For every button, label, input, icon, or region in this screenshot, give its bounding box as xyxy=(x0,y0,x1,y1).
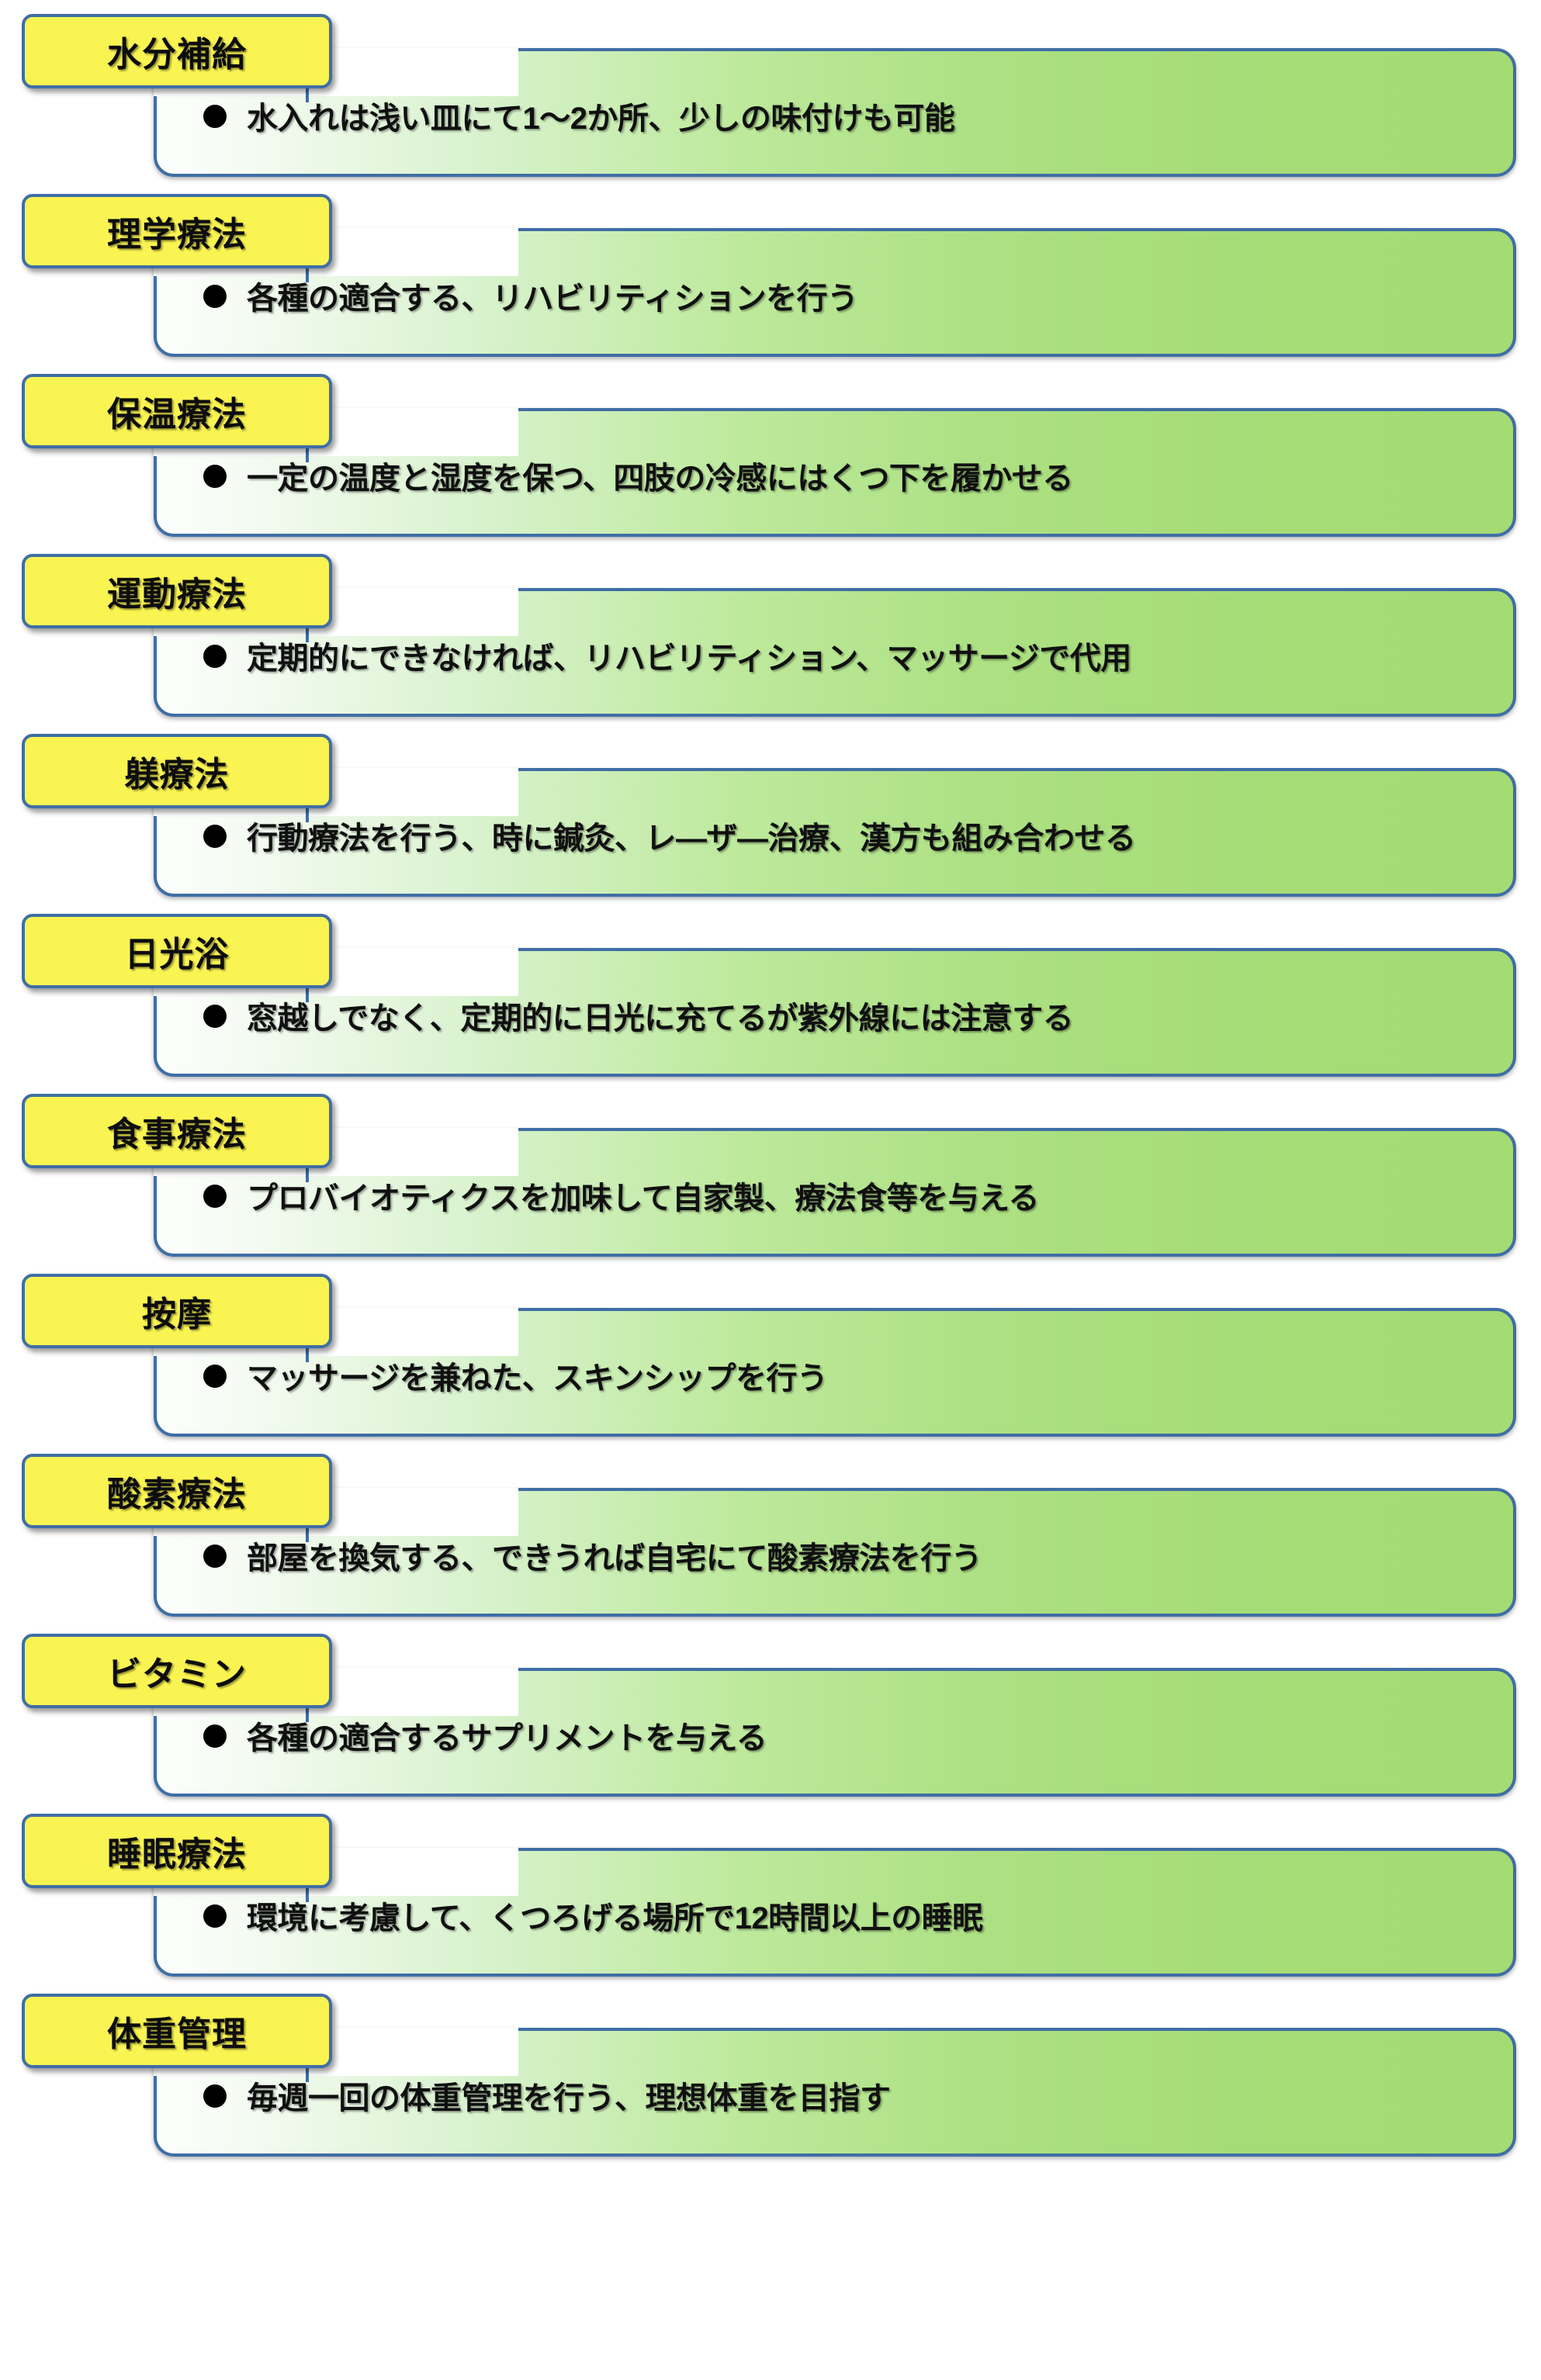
tab-connector xyxy=(306,1702,309,1722)
detail-panel: プロバイオティクスを加味して自家製、療法食等を与える xyxy=(154,1128,1516,1257)
care-item-row: 窓越しでなく、定期的に日光に充てるが紫外線には注意する日光浴 xyxy=(22,900,1519,1080)
detail-panel: 部屋を換気する、できうれば自宅にて酸素療法を行う xyxy=(154,1488,1516,1617)
care-item-row: 水入れは浅い皿にて1～2か所、少しの味付けも可能水分補給 xyxy=(22,0,1519,180)
tab-connector xyxy=(306,1882,309,1902)
category-tab-label: 日光浴 xyxy=(124,936,230,974)
tab-connector xyxy=(306,1342,309,1362)
detail-text: 部屋を換気する、できうれば自宅にて酸素療法を行う xyxy=(247,1541,982,1576)
category-tab-label: 理学療法 xyxy=(107,216,247,254)
detail-panel: 一定の温度と湿度を保つ、四肢の冷感にはくつ下を履かせる xyxy=(154,408,1516,537)
detail-line: プロバイオティクスを加味して自家製、療法食等を与える xyxy=(203,1131,1490,1260)
category-tab[interactable]: 酸素療法 xyxy=(22,1454,332,1528)
tab-connector xyxy=(306,262,309,282)
detail-line: 窓越しでなく、定期的に日光に充てるが紫外線には注意する xyxy=(203,951,1490,1080)
filled-circle-bullet-icon xyxy=(203,465,227,488)
detail-panel: 行動療法を行う、時に鍼灸、レ―ザ―治療、漢方も組み合わせる xyxy=(154,768,1516,897)
detail-text: マッサージを兼ねた、スキンシップを行う xyxy=(247,1361,828,1396)
filled-circle-bullet-icon xyxy=(203,1185,227,1208)
filled-circle-bullet-icon xyxy=(203,105,227,128)
filled-circle-bullet-icon xyxy=(203,645,227,668)
detail-line: 各種の適合するサプリメントを与える xyxy=(203,1671,1490,1800)
category-tab-label: 按摩 xyxy=(142,1296,212,1334)
category-tab[interactable]: ビタミン xyxy=(22,1634,332,1708)
care-item-row: 一定の温度と湿度を保つ、四肢の冷感にはくつ下を履かせる保温療法 xyxy=(22,360,1519,540)
detail-text: 各種の適合する、リハビリティションを行う xyxy=(247,282,858,316)
detail-line: マッサージを兼ねた、スキンシップを行う xyxy=(203,1311,1490,1440)
detail-panel: 定期的にできなければ、リハビリティション、マッサージで代用 xyxy=(154,588,1516,717)
detail-text: 行動療法を行う、時に鍼灸、レ―ザ―治療、漢方も組み合わせる xyxy=(247,822,1136,856)
filled-circle-bullet-icon xyxy=(203,1904,227,1928)
detail-line: 一定の温度と湿度を保つ、四肢の冷感にはくつ下を履かせる xyxy=(203,411,1490,540)
detail-line: 環境に考慮して、くつろげる場所で12時間以上の睡眠 xyxy=(203,1851,1490,1980)
detail-text: プロバイオティクスを加味して自家製、療法食等を与える xyxy=(247,1181,1040,1216)
detail-panel: 毎週一回の体重管理を行う、理想体重を目指す xyxy=(154,2028,1516,2157)
filled-circle-bullet-icon xyxy=(203,2084,227,2108)
tab-connector xyxy=(306,802,309,822)
detail-text: 定期的にできなければ、リハビリティション、マッサージで代用 xyxy=(247,642,1131,676)
filled-circle-bullet-icon xyxy=(203,1545,227,1568)
category-tab[interactable]: 日光浴 xyxy=(22,914,332,988)
detail-line: 毎週一回の体重管理を行う、理想体重を目指す xyxy=(203,2031,1490,2160)
category-tab[interactable]: 理学療法 xyxy=(22,194,332,268)
tab-connector xyxy=(306,2062,309,2082)
tab-connector xyxy=(306,982,309,1002)
care-item-row: 部屋を換気する、できうれば自宅にて酸素療法を行う酸素療法 xyxy=(22,1440,1519,1620)
care-item-row: 行動療法を行う、時に鍼灸、レ―ザ―治療、漢方も組み合わせる躾療法 xyxy=(22,720,1519,900)
detail-text: 各種の適合するサプリメントを与える xyxy=(247,1721,767,1756)
category-tab[interactable]: 按摩 xyxy=(22,1274,332,1348)
detail-text: 毎週一回の体重管理を行う、理想体重を目指す xyxy=(247,2081,891,2115)
care-item-row: 各種の適合する、リハビリティションを行う理学療法 xyxy=(22,180,1519,360)
tab-connector xyxy=(306,1522,309,1542)
filled-circle-bullet-icon xyxy=(203,1005,227,1028)
detail-panel: 水入れは浅い皿にて1～2か所、少しの味付けも可能 xyxy=(154,48,1516,177)
detail-line: 水入れは浅い皿にて1～2か所、少しの味付けも可能 xyxy=(203,51,1490,180)
category-tab-label: 水分補給 xyxy=(107,36,247,74)
detail-text: 窓越しでなく、定期的に日光に充てるが紫外線には注意する xyxy=(247,1001,1074,1036)
category-tab-label: 食事療法 xyxy=(107,1116,247,1154)
tab-connector xyxy=(306,82,309,102)
filled-circle-bullet-icon xyxy=(203,285,227,308)
tab-connector xyxy=(306,622,309,642)
category-tab-label: 酸素療法 xyxy=(107,1475,247,1513)
care-item-row: マッサージを兼ねた、スキンシップを行う按摩 xyxy=(22,1260,1519,1440)
category-tab-label: ビタミン xyxy=(107,1655,247,1693)
category-tab[interactable]: 運動療法 xyxy=(22,554,332,628)
detail-panel: マッサージを兼ねた、スキンシップを行う xyxy=(154,1308,1516,1437)
category-tab[interactable]: 食事療法 xyxy=(22,1094,332,1168)
tab-connector xyxy=(306,1162,309,1182)
category-tab[interactable]: 躾療法 xyxy=(22,734,332,808)
category-tab-label: 運動療法 xyxy=(107,576,247,614)
filled-circle-bullet-icon xyxy=(203,1365,227,1388)
category-tab-label: 体重管理 xyxy=(107,2015,247,2053)
detail-panel: 窓越しでなく、定期的に日光に充てるが紫外線には注意する xyxy=(154,948,1516,1077)
tab-connector xyxy=(306,442,309,462)
care-item-row: プロバイオティクスを加味して自家製、療法食等を与える食事療法 xyxy=(22,1080,1519,1260)
detail-line: 各種の適合する、リハビリティションを行う xyxy=(203,231,1490,360)
detail-text: 一定の温度と湿度を保つ、四肢の冷感にはくつ下を履かせる xyxy=(247,462,1073,496)
detail-text: 水入れは浅い皿にて1～2か所、少しの味付けも可能 xyxy=(247,102,955,136)
category-tab-label: 躾療法 xyxy=(124,756,230,794)
detail-text: 環境に考慮して、くつろげる場所で12時間以上の睡眠 xyxy=(247,1901,983,1935)
category-tab[interactable]: 水分補給 xyxy=(22,14,332,88)
detail-panel: 環境に考慮して、くつろげる場所で12時間以上の睡眠 xyxy=(154,1848,1516,1977)
category-tab-label: 睡眠療法 xyxy=(107,1835,247,1873)
detail-line: 定期的にできなければ、リハビリティション、マッサージで代用 xyxy=(203,591,1490,720)
detail-line: 行動療法を行う、時に鍼灸、レ―ザ―治療、漢方も組み合わせる xyxy=(203,771,1490,900)
category-tab[interactable]: 体重管理 xyxy=(22,1994,332,2068)
detail-panel: 各種の適合するサプリメントを与える xyxy=(154,1668,1516,1797)
category-tab[interactable]: 睡眠療法 xyxy=(22,1814,332,1888)
filled-circle-bullet-icon xyxy=(203,1724,227,1748)
detail-panel: 各種の適合する、リハビリティションを行う xyxy=(154,228,1516,357)
detail-line: 部屋を換気する、できうれば自宅にて酸素療法を行う xyxy=(203,1491,1490,1620)
care-item-row: 定期的にできなければ、リハビリティション、マッサージで代用運動療法 xyxy=(22,540,1519,720)
category-tab[interactable]: 保温療法 xyxy=(22,374,332,448)
category-tab-label: 保温療法 xyxy=(107,396,247,434)
care-item-row: 毎週一回の体重管理を行う、理想体重を目指す体重管理 xyxy=(22,1980,1519,2160)
care-item-row: 環境に考慮して、くつろげる場所で12時間以上の睡眠睡眠療法 xyxy=(22,1800,1519,1980)
care-item-row: 各種の適合するサプリメントを与えるビタミン xyxy=(22,1620,1519,1800)
filled-circle-bullet-icon xyxy=(203,825,227,848)
